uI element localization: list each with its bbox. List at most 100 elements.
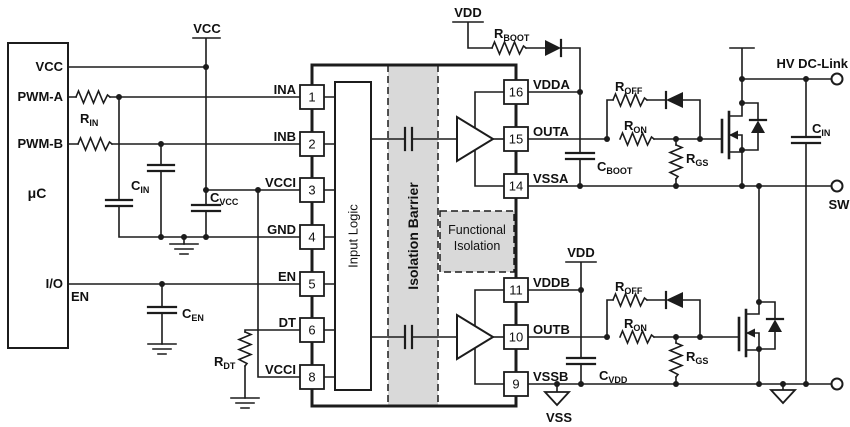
mosfet-arrow-icon: [746, 328, 755, 338]
roff-a-label: ROFF: [615, 79, 643, 96]
input-side-wires: [67, 37, 301, 399]
pin-number: 10: [509, 330, 523, 345]
vcc-net-label: VCC: [193, 21, 221, 36]
bootstrap-diode-icon: [545, 40, 561, 56]
cin-left-label: CIN: [131, 178, 149, 195]
rboot-label: RBOOT: [494, 26, 530, 43]
turn-off-diode-a-icon: [666, 92, 683, 108]
pin-box-16: [503, 79, 529, 105]
pin-number: 3: [308, 183, 315, 198]
functional-isolation-label-2: Isolation: [454, 239, 501, 253]
cin-right-label: CIN: [812, 121, 830, 138]
ron-b-label: RON: [624, 316, 647, 333]
mcu-pin-pwma: PWM-A: [18, 89, 64, 104]
rgs-a-label: RGS: [686, 151, 708, 168]
pin-number: 6: [308, 323, 315, 338]
cboot-label: CBOOT: [597, 159, 633, 176]
rin-resistor-b: [77, 137, 113, 151]
pin-box-3: [299, 177, 325, 203]
cvdd-label: CVDD: [599, 368, 628, 385]
rdt-resistor: [238, 331, 252, 367]
net-labels: VCC VDD VDD VSS EN HV DC-Link SW: [71, 5, 850, 425]
gate-network-b-wires: [527, 290, 832, 393]
pin-box-10: [503, 324, 529, 350]
mcu-block: VCC PWM-A PWM-B I/O μC: [7, 42, 69, 349]
hv-dclink-label: HV DC-Link: [777, 56, 849, 71]
mcu-pin-vcc: VCC: [36, 59, 64, 74]
gate-network-a-wires: [527, 90, 832, 187]
functional-isolation-region: [439, 210, 515, 273]
vss-ground-icon: [544, 391, 570, 406]
mosfet-arrow-icon: [729, 130, 738, 140]
mcu-pin-io: I/O: [46, 276, 63, 291]
dclink-ground-icon: [770, 389, 796, 404]
hv-rail-wires: [729, 47, 832, 385]
bootstrap-supply-wires: [452, 21, 596, 187]
pin-number: 4: [308, 230, 315, 245]
rin-resistor-a: [75, 90, 111, 104]
pin-box-11: [503, 277, 529, 303]
pin-box-2: [299, 131, 325, 157]
pin-label-dt: DT: [279, 315, 296, 330]
pin-box-1: [299, 84, 325, 110]
roff-b-label: ROFF: [615, 279, 643, 296]
pin-box-14: [503, 173, 529, 199]
turn-off-diode-b-icon: [666, 292, 683, 308]
pin-number: 15: [509, 132, 523, 147]
input-logic-block: Input Logic: [334, 81, 372, 391]
pin-label-gnd: GND: [267, 222, 296, 237]
vdd-bottom-net-label: VDD: [567, 245, 594, 260]
sw-net-label: SW: [829, 197, 850, 212]
pin-label-outa: OUTA: [533, 124, 569, 139]
ic-pin-labels: INA INB VCCI GND EN DT VCCI VDDA OUTA VS…: [265, 77, 571, 384]
pin-label-vdda: VDDA: [533, 77, 570, 92]
pin-label-vddb: VDDB: [533, 275, 570, 290]
en-net-label: EN: [71, 289, 89, 304]
pin-box-8: [299, 364, 325, 390]
input-logic-label: Input Logic: [346, 204, 361, 268]
pin-number: 1: [308, 90, 315, 105]
rgs-resistor-a: [669, 144, 683, 180]
pin-label-vcci2: VCCI: [265, 362, 296, 377]
rgs-resistor-b: [669, 342, 683, 378]
mosfet-high-side: [720, 78, 768, 187]
ron-a-label: RON: [624, 118, 647, 135]
rboot-resistor: [491, 41, 527, 55]
sw-terminal: [830, 179, 844, 193]
cen-label: CEN: [182, 306, 204, 323]
mcu-pin-pwmb: PWM-B: [18, 136, 64, 151]
pin-number: 9: [512, 377, 519, 392]
vdd-b-supply-wires: [527, 261, 597, 385]
pin-number: 2: [308, 137, 315, 152]
junction-dots: [116, 64, 809, 387]
mcu-label: μC: [28, 185, 47, 201]
pin-number: 14: [509, 179, 523, 194]
rdt-label: RDT: [214, 354, 236, 371]
component-labels: RIN CIN CVCC CEN RDT RBOOT CBOOT ROFF RO…: [80, 26, 830, 385]
isolation-barrier-label: Isolation Barrier: [405, 182, 421, 290]
pin-label-vcci: VCCI: [265, 175, 296, 190]
pin-number: 16: [509, 85, 523, 100]
pin-label-inb: INB: [274, 129, 296, 144]
vdd-top-net-label: VDD: [454, 5, 481, 20]
pin-number: 8: [308, 370, 315, 385]
mosfet-low-side: [737, 185, 785, 385]
pin-box-5: [299, 271, 325, 297]
pin-number: 5: [308, 277, 315, 292]
driver-buffer-b: [456, 313, 505, 361]
pin-label-en: EN: [278, 269, 296, 284]
isolation-barrier-region: [387, 65, 439, 406]
rgs-b-label: RGS: [686, 349, 708, 366]
functional-isolation-label-1: Functional: [448, 223, 506, 237]
pin-box-9: [503, 371, 529, 397]
driver-buffer-a: [456, 115, 505, 163]
pin-label-vssa: VSSA: [533, 171, 569, 186]
body-diode-b-icon: [768, 319, 782, 332]
hv-dclink-terminal: [830, 72, 844, 86]
cvcc-label: CVCC: [210, 190, 239, 207]
pin-label-vssb: VSSB: [533, 369, 568, 384]
rin-label: RIN: [80, 111, 98, 128]
pin-number: 11: [509, 283, 523, 298]
